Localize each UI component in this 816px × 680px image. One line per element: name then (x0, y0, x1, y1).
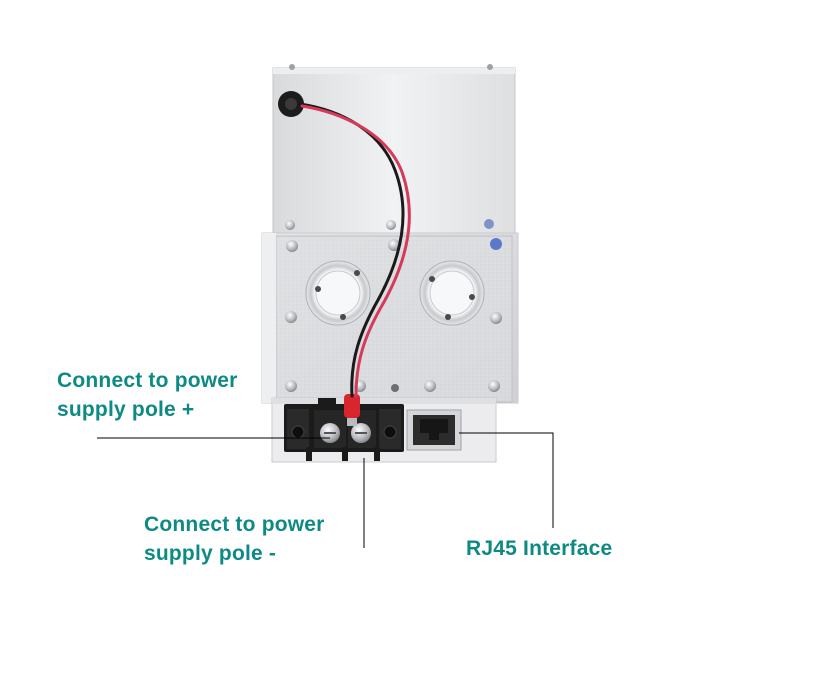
top-plate (272, 64, 516, 239)
screws (285, 219, 502, 392)
rj45-port-icon (406, 409, 462, 451)
right-lens-ring (419, 260, 485, 326)
label-power-positive-line2: supply pole + (57, 398, 195, 421)
red-connector (344, 394, 360, 426)
label-power-negative-line2: supply pole - (144, 542, 277, 565)
label-power-positive: Connect to power supply pole + (57, 366, 238, 424)
left-lens-ring (305, 260, 371, 326)
cable-grommet-icon (278, 91, 304, 117)
label-power-negative: Connect to power supply pole - (144, 510, 325, 568)
main-block (261, 232, 519, 404)
power-terminal-icon (284, 398, 404, 461)
label-rj45-interface: RJ45 Interface (466, 534, 612, 563)
wire-pair (298, 102, 411, 398)
label-power-negative-line1: Connect to power (144, 513, 325, 536)
label-rj45-line1: RJ45 Interface (466, 537, 613, 560)
label-power-positive-line1: Connect to power (57, 369, 238, 392)
